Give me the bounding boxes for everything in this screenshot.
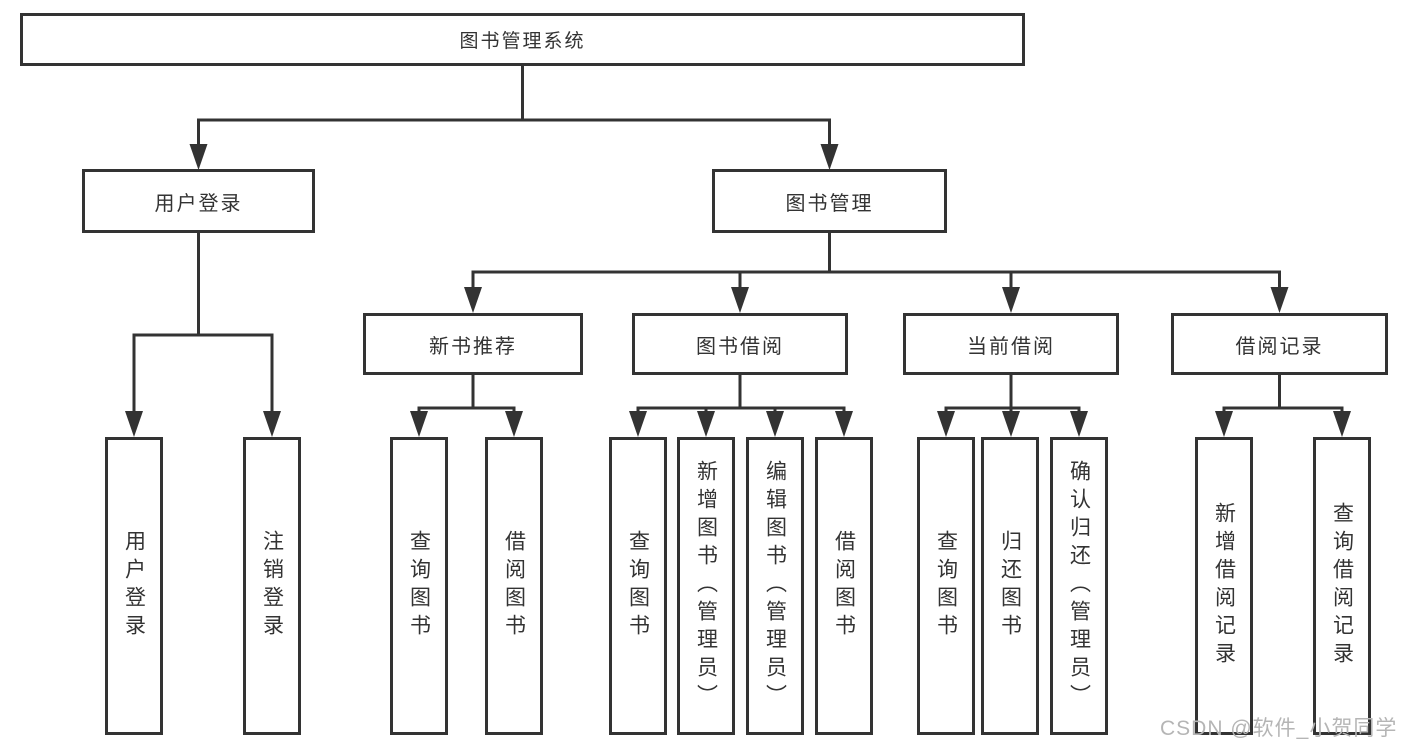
leaf-add-books-admin: 新增图书（管理员） [677,437,735,735]
leaf-search-books-current: 查询图书 [917,437,975,735]
node-label: 归还图书 [998,530,1022,642]
leaf-borrow-books: 借阅图书 [815,437,873,735]
node-label: 确认归还（管理员） [1067,460,1091,712]
node-library-management-system: 图书管理系统 [20,13,1025,66]
node-label: 查询图书 [934,530,958,642]
node-label: 新增借阅记录 [1212,502,1236,670]
node-label: 借阅记录 [1235,335,1324,358]
node-borrowing-records: 借阅记录 [1171,313,1388,375]
node-label: 用户登录 [154,192,243,215]
leaf-return-books: 归还图书 [981,437,1039,735]
node-label: 新书推荐 [429,335,517,358]
leaf-add-borrow-record: 新增借阅记录 [1195,437,1253,735]
leaf-user-login: 用户登录 [105,437,163,735]
node-label: 图书借阅 [696,335,784,358]
node-label: 查询借阅记录 [1330,502,1354,670]
node-label: 注销登录 [260,530,284,642]
connector-book-management-to-level3 [464,233,1289,313]
csdn-watermark: CSDN @软件_小贺同学 [1160,717,1398,740]
node-label: 图书管理 [785,192,874,215]
leaf-search-borrow-record: 查询借阅记录 [1313,437,1371,735]
node-book-borrowing: 图书借阅 [632,313,848,375]
leaf-borrow-books-recommend: 借阅图书 [485,437,543,735]
connector-user-login-to-children [125,233,281,437]
node-user-login: 用户登录 [82,169,315,233]
node-label: 当前借阅 [967,335,1055,358]
node-label: 新增图书（管理员） [694,460,718,712]
connector-current-borrowing-to-children [937,375,1088,437]
leaf-search-books-borrow: 查询图书 [609,437,667,735]
connector-new-book-recommendation-to-children [410,375,523,437]
node-label: 用户登录 [122,530,146,642]
leaf-logout: 注销登录 [243,437,301,735]
connector-root-to-level2 [189,66,839,170]
node-new-book-recommendation: 新书推荐 [363,313,583,375]
node-label: 编辑图书（管理员） [763,460,787,712]
node-label: 图书管理系统 [459,31,586,52]
leaf-edit-books-admin: 编辑图书（管理员） [746,437,804,735]
node-label: 借阅图书 [832,530,856,642]
connector-borrowing-records-to-children [1215,375,1351,437]
connector-book-borrowing-to-children [629,375,853,437]
node-label: 借阅图书 [502,530,526,642]
leaf-confirm-return-admin: 确认归还（管理员） [1050,437,1108,735]
node-current-borrowing: 当前借阅 [903,313,1119,375]
node-label: 查询图书 [626,530,650,642]
node-book-management: 图书管理 [712,169,947,233]
node-label: 查询图书 [407,530,431,642]
leaf-search-books-recommend: 查询图书 [390,437,448,735]
